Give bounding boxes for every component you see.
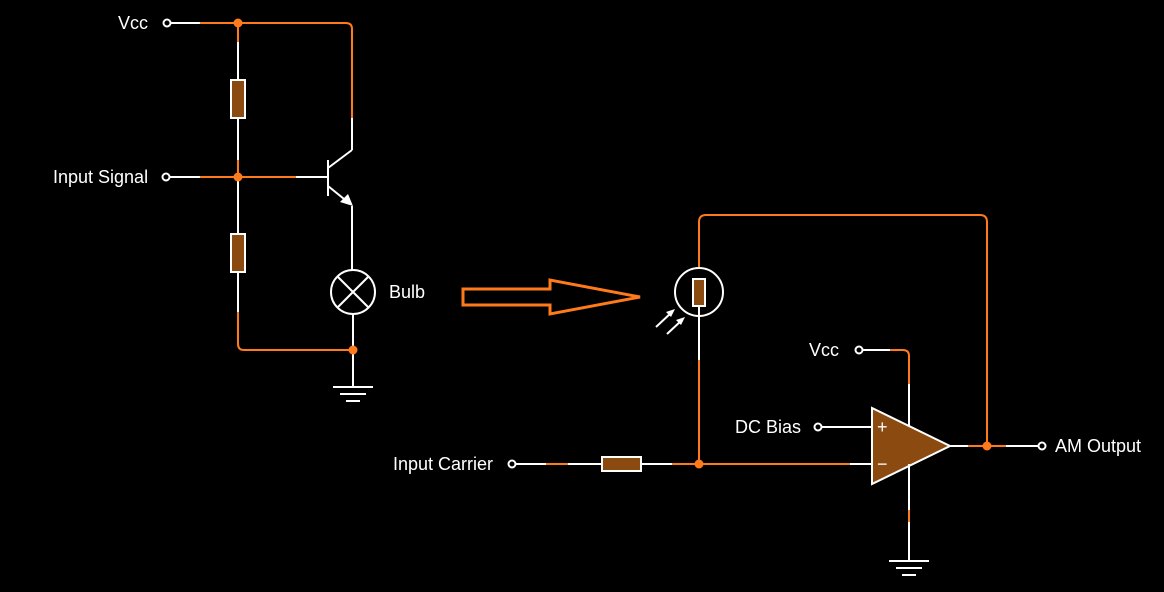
vcc-top-label: Vcc — [118, 13, 148, 33]
input-resistor — [601, 456, 642, 472]
transistor-emitter-arrow — [340, 194, 353, 206]
bulb-label: Bulb — [389, 282, 425, 302]
bulb-driver-circuit — [161, 18, 376, 402]
junction-dot — [233, 172, 243, 182]
vcc-opamp-terminal — [854, 345, 864, 355]
am-output-label: AM Output — [1055, 436, 1141, 456]
light-dependent-resistor — [655, 267, 724, 335]
input-signal-terminal — [161, 172, 171, 182]
input-carrier-label: Input Carrier — [393, 454, 493, 474]
ground-symbol-right — [889, 560, 929, 576]
am-output-terminal — [1037, 441, 1047, 451]
opamp-triangle — [871, 406, 953, 486]
junction-dot — [694, 459, 704, 469]
lower-divider-resistor — [230, 233, 246, 273]
opamp-minus-sign: − — [877, 454, 888, 474]
bulb-symbol — [330, 269, 376, 315]
transistor-collector — [327, 149, 353, 169]
dc-bias-terminal — [813, 422, 823, 432]
vcc-opamp-label: Vcc — [809, 340, 839, 360]
feedback-wire — [698, 214, 988, 446]
input-signal-label: Input Signal — [53, 167, 148, 187]
dc-bias-label: DC Bias — [735, 417, 801, 437]
junction-dot — [348, 345, 358, 355]
ground-symbol-left — [333, 386, 373, 402]
opamp-plus-sign: + — [877, 417, 888, 437]
bulb-cross-2 — [336, 275, 370, 309]
npn-transistor — [327, 149, 353, 206]
junction-dot — [233, 18, 243, 28]
vcc-opamp-wire — [890, 349, 910, 384]
ground-return-wire — [237, 312, 353, 351]
ldr-resistor — [692, 278, 706, 307]
modulator-circuit: + − — [507, 214, 1047, 576]
upper-divider-resistor — [230, 79, 246, 119]
input-carrier-terminal — [507, 459, 517, 469]
junction-dot — [982, 441, 992, 451]
vcc-top-terminal — [162, 18, 172, 28]
coupling-arrow — [461, 278, 641, 316]
vcc-top-rail — [200, 22, 353, 118]
